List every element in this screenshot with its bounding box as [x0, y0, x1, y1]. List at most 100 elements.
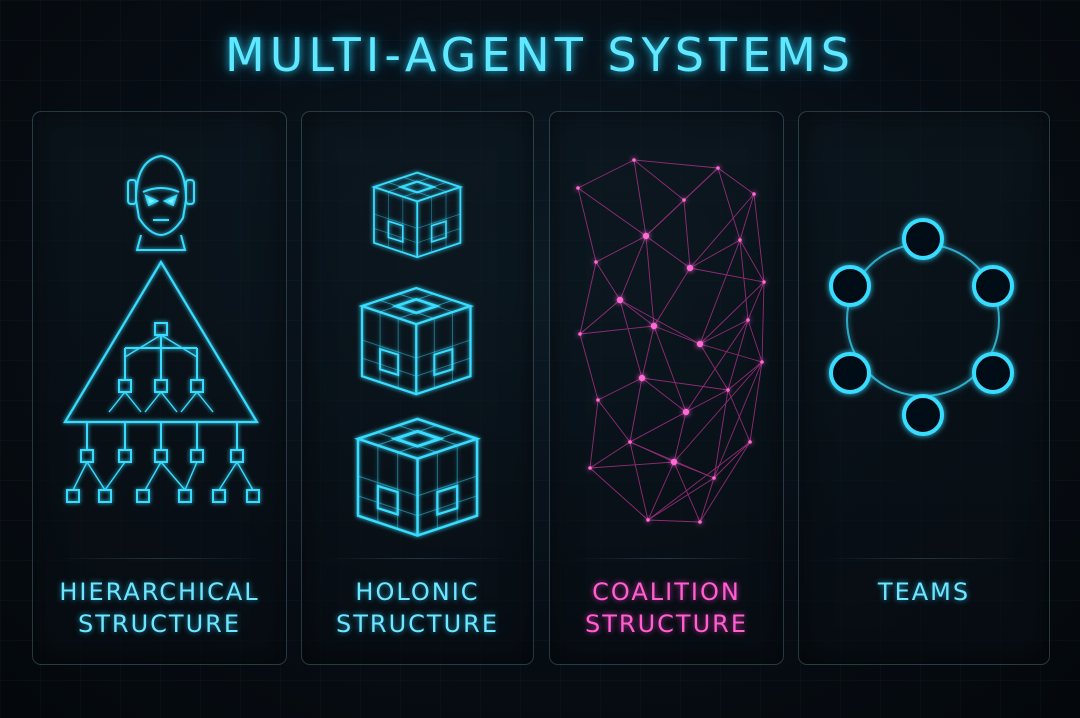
network-link — [689, 239, 741, 269]
network-link — [597, 399, 631, 443]
node-network-icon — [576, 158, 766, 524]
network-link — [629, 377, 643, 443]
network-link — [629, 441, 649, 521]
network-node — [632, 158, 636, 162]
network-link — [713, 389, 729, 479]
network-link — [647, 477, 715, 521]
network-node — [596, 398, 600, 402]
label-line2: STRUCTURE — [585, 610, 748, 638]
label-line1: HIERARCHICAL — [59, 578, 260, 606]
network-link — [619, 299, 655, 327]
network-link — [579, 333, 599, 401]
network-node — [682, 408, 690, 416]
network-link — [595, 235, 647, 263]
network-link — [749, 361, 763, 443]
network-node — [670, 458, 678, 466]
panel-divider — [574, 558, 759, 559]
network-link — [619, 299, 643, 379]
network-link — [683, 199, 691, 269]
panel-divider — [57, 558, 262, 559]
network-link — [579, 261, 597, 335]
network-link — [633, 159, 647, 237]
network-link — [739, 239, 749, 321]
network-link — [589, 441, 631, 469]
network-node — [738, 238, 742, 242]
network-node — [638, 374, 646, 382]
network-link — [699, 343, 763, 363]
network-node — [746, 318, 750, 322]
panel-coalition: COALITION STRUCTURE — [549, 111, 784, 665]
network-link — [647, 519, 701, 523]
panel-teams: TEAMS — [798, 111, 1050, 665]
panel-label-holonic: HOLONIC STRUCTURE — [302, 576, 533, 640]
network-link — [619, 235, 647, 301]
network-link — [579, 299, 621, 335]
label-line2: STRUCTURE — [336, 610, 499, 638]
network-node — [628, 440, 632, 444]
network-link — [717, 167, 755, 195]
network-node — [716, 166, 720, 170]
network-link — [689, 193, 755, 269]
network-link — [713, 441, 751, 479]
network-link — [747, 319, 763, 363]
network-link — [699, 239, 741, 345]
network-link — [653, 325, 701, 345]
network-link — [577, 187, 647, 237]
network-link — [699, 477, 715, 523]
network-node — [576, 186, 580, 190]
network-link — [727, 361, 763, 391]
network-link — [641, 325, 655, 379]
network-node — [588, 466, 592, 470]
panel-divider — [326, 558, 509, 559]
network-node — [726, 388, 730, 392]
network-link — [747, 281, 765, 321]
network-link — [619, 299, 701, 345]
network-node — [748, 440, 752, 444]
network-link — [645, 235, 655, 327]
network-link — [633, 159, 719, 169]
panel-label-teams: TEAMS — [799, 576, 1049, 608]
page-title: MULTI-AGENT SYSTEMS — [225, 28, 855, 82]
network-link — [717, 167, 741, 241]
network-link — [633, 159, 685, 201]
network-node — [594, 260, 598, 264]
network-node — [686, 264, 694, 272]
network-node — [616, 296, 624, 304]
label-line1: TEAMS — [877, 578, 971, 606]
network-link — [727, 389, 751, 443]
robot-head-icon — [127, 154, 195, 251]
network-link — [641, 377, 729, 391]
label-line1: COALITION — [592, 578, 741, 606]
network-node — [650, 322, 658, 330]
network-link — [739, 193, 755, 241]
network-link — [645, 167, 719, 237]
network-link — [629, 411, 687, 443]
ring-of-nodes-icon — [829, 218, 1014, 436]
network-link — [699, 441, 751, 523]
network-link — [739, 239, 765, 283]
network-link — [685, 319, 749, 413]
network-node — [578, 332, 582, 336]
network-link — [597, 377, 643, 401]
network-link — [673, 461, 701, 523]
label-line1: HOLONIC — [355, 578, 480, 606]
network-link — [699, 319, 749, 345]
network-link — [653, 267, 691, 327]
network-link — [577, 159, 635, 189]
network-link — [753, 193, 765, 283]
network-link — [641, 377, 687, 413]
panel-label-coalition: COALITION STRUCTURE — [550, 576, 783, 640]
network-node — [762, 280, 766, 284]
network-node — [696, 340, 704, 348]
panel-hierarchical: HIERARCHICAL STRUCTURE — [32, 111, 287, 665]
network-link — [761, 281, 765, 363]
network-link — [673, 411, 687, 463]
robot-pyramid-hierarchy-icon — [63, 154, 260, 503]
network-link — [647, 441, 751, 521]
label-line2: STRUCTURE — [78, 610, 241, 638]
network-node — [760, 360, 764, 364]
network-link — [579, 325, 655, 335]
network-link — [653, 325, 687, 413]
network-node — [646, 518, 650, 522]
network-link — [577, 187, 597, 263]
